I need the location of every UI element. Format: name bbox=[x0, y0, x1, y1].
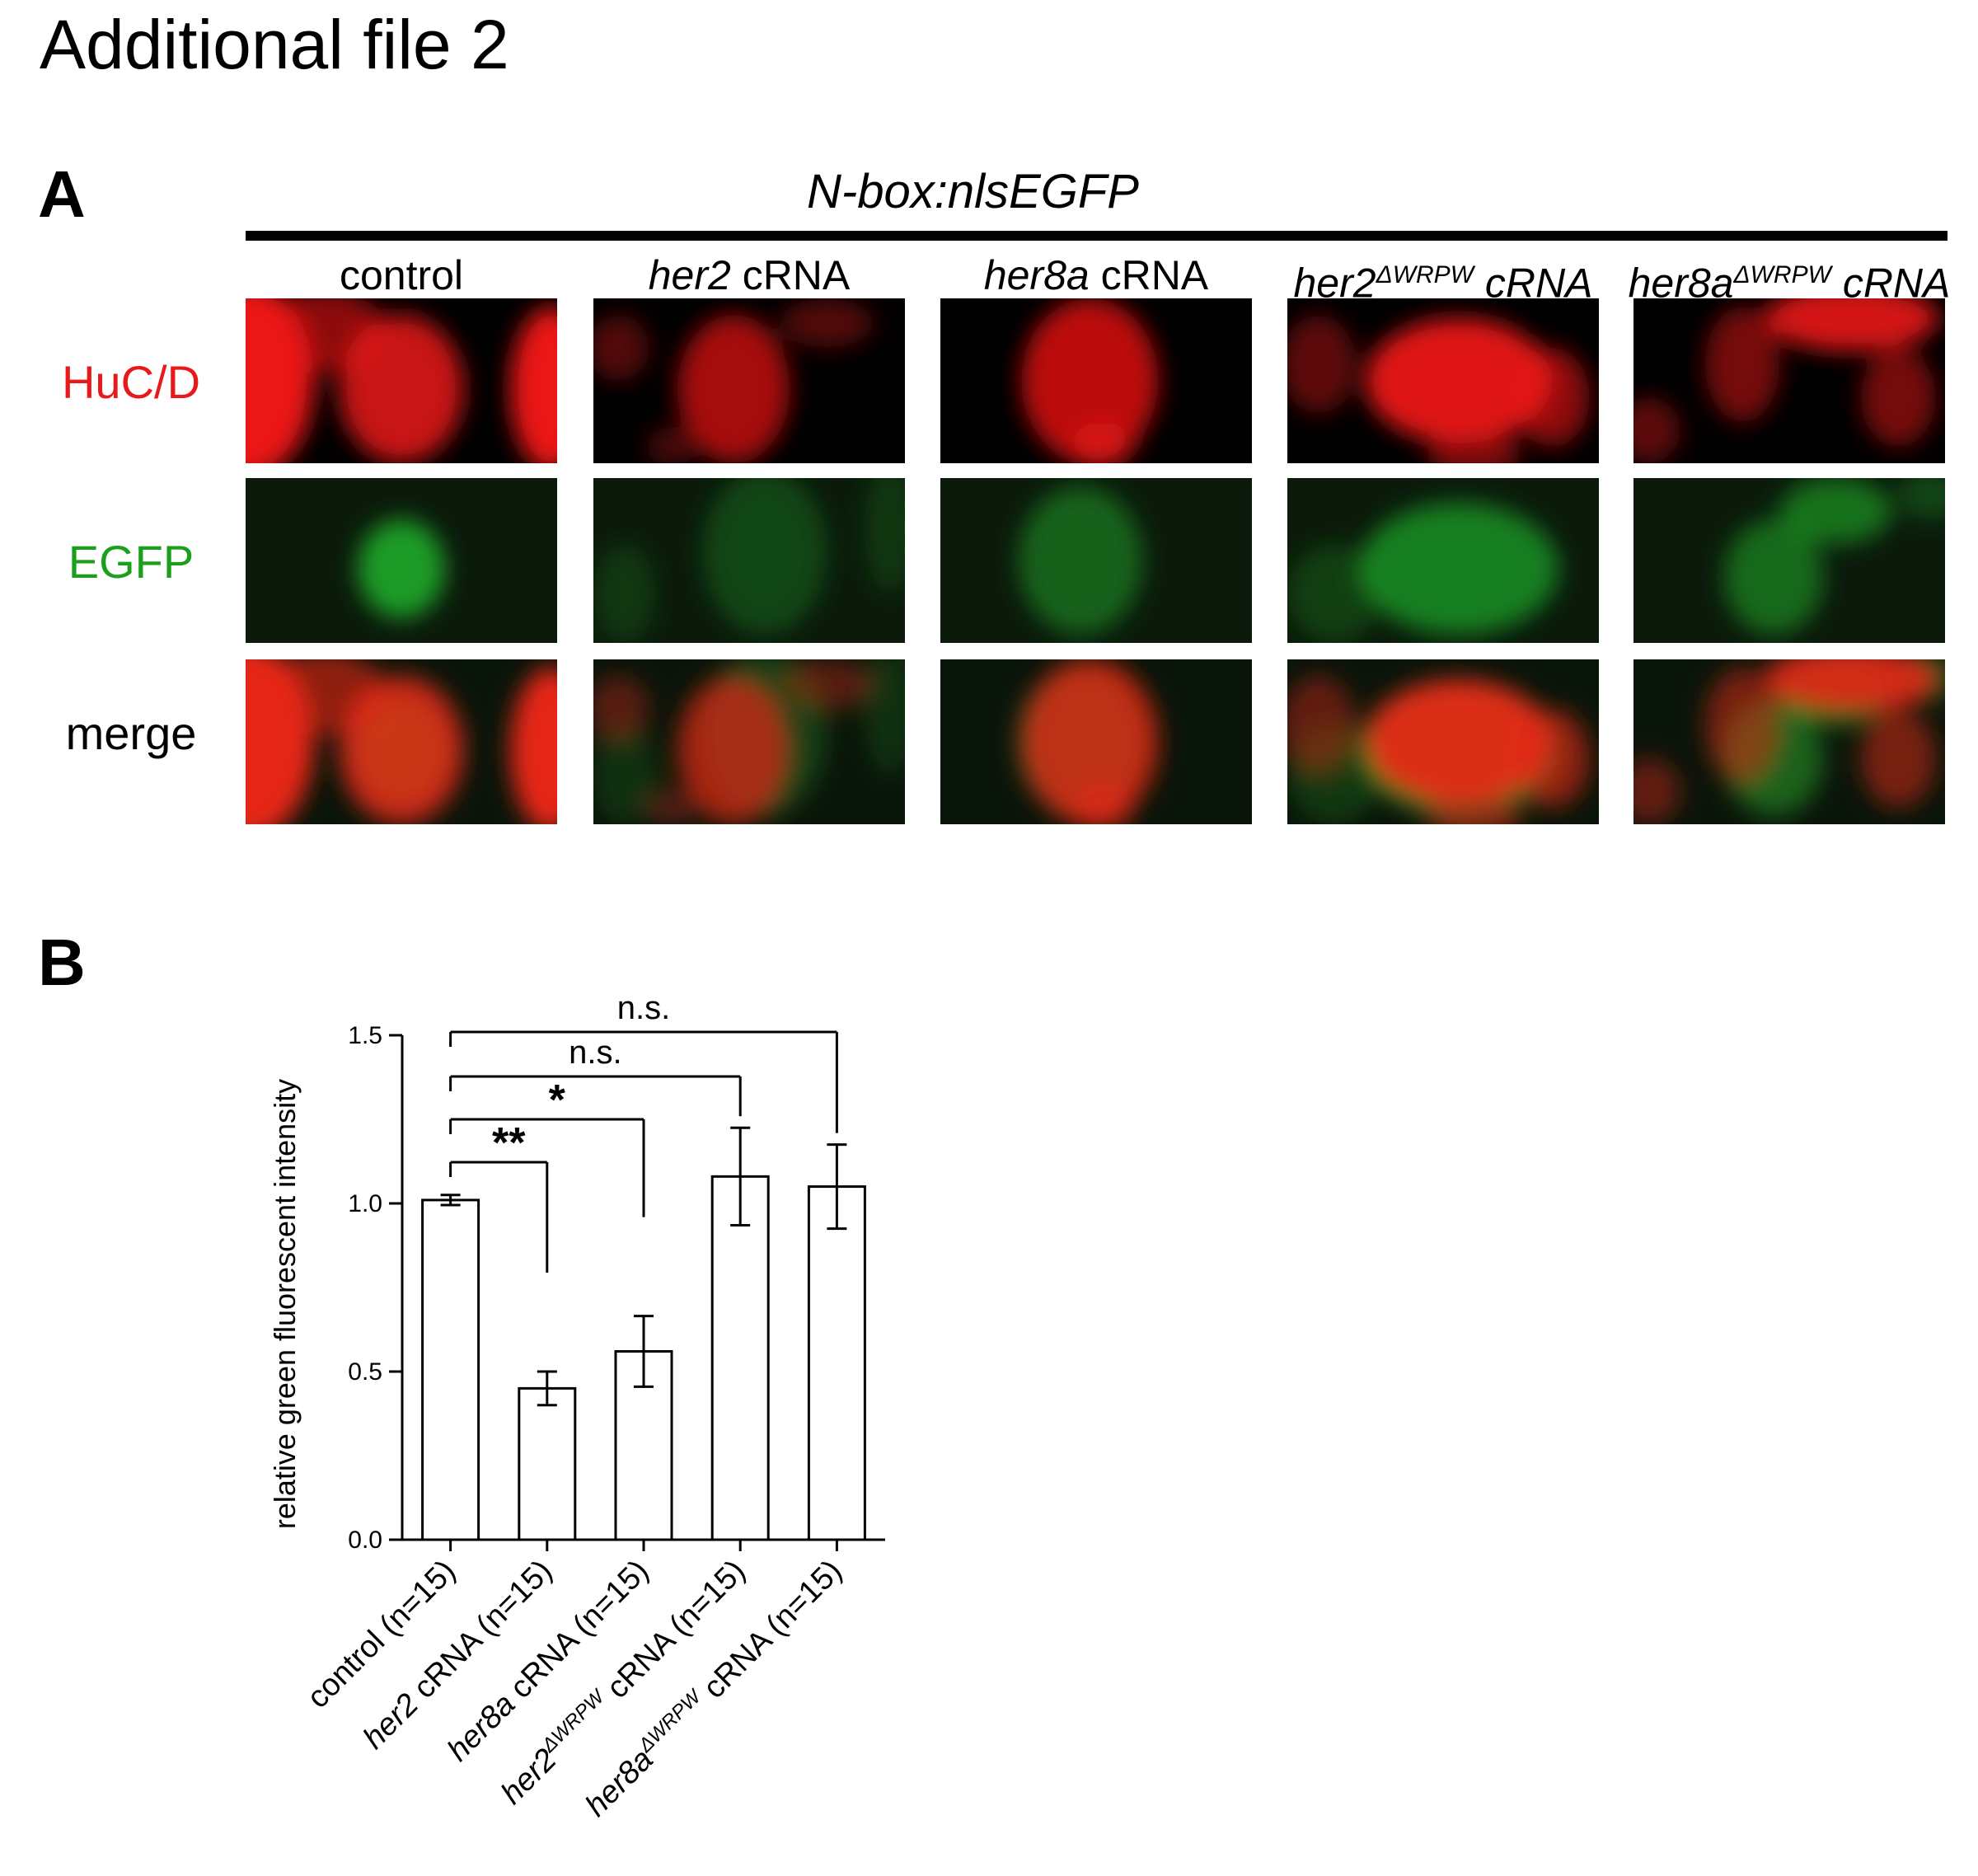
construct-label: N-box:nlsEGFP bbox=[807, 165, 1139, 218]
column-header-1: her2 cRNA bbox=[648, 252, 851, 298]
bar-4 bbox=[807, 1185, 866, 1541]
figure-title: Additional file 2 bbox=[40, 6, 509, 83]
micrograph-merge-col3 bbox=[1287, 659, 1599, 824]
micrograph-egfp-col0 bbox=[246, 478, 557, 643]
error-bar-1 bbox=[537, 1370, 557, 1407]
y-axis-label: relative green fluorescent intensity bbox=[268, 1079, 302, 1529]
significance-bracket-0 bbox=[449, 1161, 549, 1273]
micrograph-merge-col4 bbox=[1633, 659, 1945, 824]
significance-bracket-2 bbox=[449, 1075, 742, 1117]
panel-b-letter: B bbox=[38, 926, 86, 999]
micrograph-merge-col1 bbox=[593, 659, 905, 824]
significance-label-0: ** bbox=[492, 1119, 526, 1167]
micrograph-egfp-col2 bbox=[940, 478, 1252, 643]
y-tick-label: 0.5 bbox=[348, 1358, 382, 1386]
micrograph-hucd-col2 bbox=[940, 298, 1252, 463]
row-label-merge: merge bbox=[65, 707, 197, 759]
micrograph-egfp-col1 bbox=[593, 478, 905, 643]
column-header-0: control bbox=[339, 252, 464, 298]
significance-bracket-3 bbox=[449, 1030, 838, 1133]
y-tick-label: 0.0 bbox=[348, 1527, 382, 1554]
significance-label-2: n.s. bbox=[569, 1034, 621, 1071]
micrograph-hucd-col0 bbox=[246, 298, 557, 463]
micrograph-merge-col2 bbox=[940, 659, 1252, 824]
bar-3 bbox=[710, 1175, 770, 1541]
row-label-egfp: EGFP bbox=[68, 536, 195, 588]
error-bar-0 bbox=[440, 1194, 461, 1207]
column-header-2: her8a cRNA bbox=[983, 252, 1209, 298]
bar-0 bbox=[421, 1198, 480, 1541]
x-tick-label-1: her2 cRNA (n=15) bbox=[357, 1554, 560, 1756]
micrograph-egfp-col3 bbox=[1287, 478, 1599, 643]
significance-label-3: n.s. bbox=[617, 990, 670, 1026]
micrograph-egfp-col4 bbox=[1633, 478, 1945, 643]
row-label-hucd: HuC/D bbox=[61, 356, 201, 408]
y-tick-label: 1.0 bbox=[348, 1190, 382, 1217]
construct-bar bbox=[246, 231, 1948, 241]
micrograph-merge-col0 bbox=[246, 659, 557, 824]
error-bar-2 bbox=[634, 1315, 654, 1388]
panel-a-letter: A bbox=[38, 157, 86, 231]
significance-bracket-1 bbox=[449, 1118, 645, 1217]
micrograph-hucd-col3 bbox=[1287, 298, 1599, 463]
micrograph-hucd-col1 bbox=[593, 298, 905, 463]
error-bar-3 bbox=[730, 1126, 751, 1227]
significance-label-1: * bbox=[549, 1076, 566, 1124]
error-bar-4 bbox=[827, 1143, 847, 1231]
bar-1 bbox=[518, 1386, 577, 1541]
micrograph-hucd-col4 bbox=[1633, 298, 1945, 463]
y-tick-label: 1.5 bbox=[348, 1022, 382, 1049]
